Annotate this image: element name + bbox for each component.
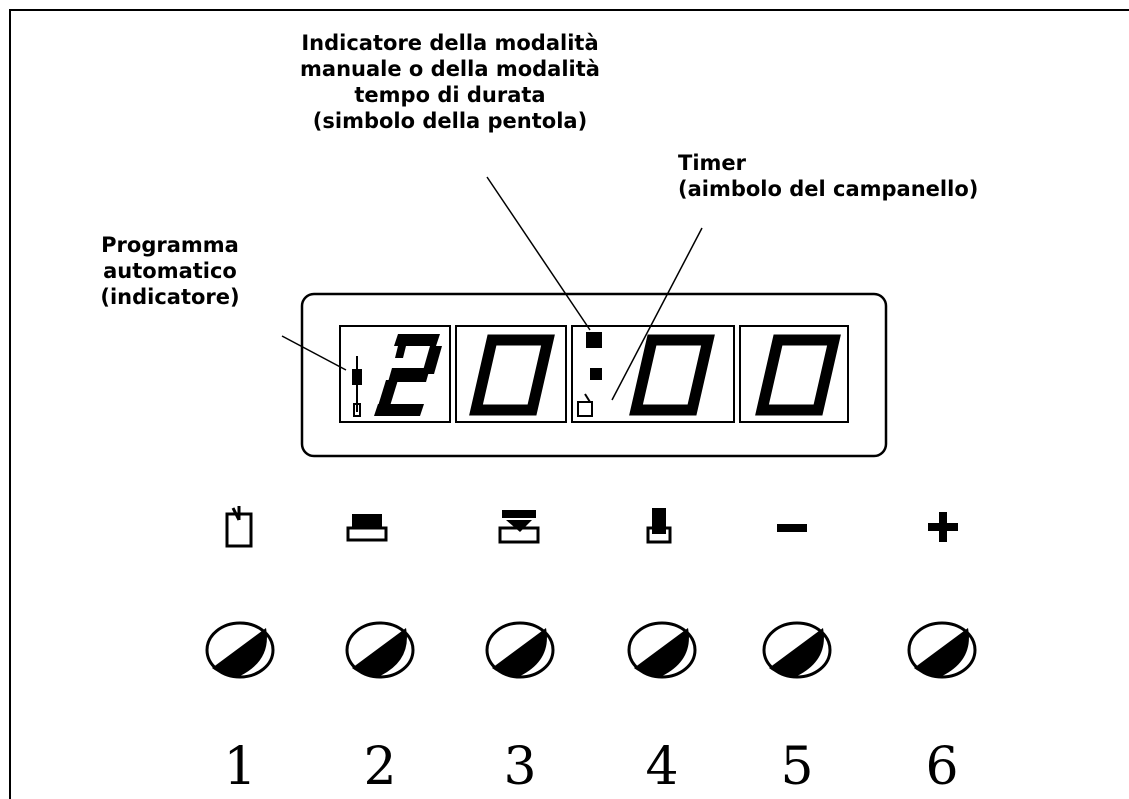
knob-1[interactable] [205, 621, 275, 679]
pot-symbol-indicator [586, 332, 602, 348]
timer-leader [611, 227, 703, 401]
clock-hand-icon [225, 506, 253, 548]
timer-line-2: (aimbolo del campanello) [678, 177, 979, 201]
button-number-4: 4 [645, 737, 678, 797]
timer-line-1: Timer [678, 151, 747, 175]
manual-mode-indicator-label: Indicatore della modalità manuale o dell… [240, 30, 660, 134]
button-number-3: 3 [503, 737, 536, 797]
knob-6[interactable] [907, 621, 977, 679]
diagram-frame [9, 9, 1129, 799]
bell-symbol-indicator [577, 393, 593, 417]
upper-lower-heat-icon [498, 510, 540, 544]
program-indicator-label: Programma automatico (indicatore) [75, 232, 265, 310]
knob-3[interactable] [485, 621, 555, 679]
display-digit-0-b [629, 334, 715, 416]
program-indicator-line-3: (indicatore) [100, 285, 240, 309]
minus-icon [777, 524, 807, 532]
manual-indicator-line-1: Indicatore della modalità [301, 31, 599, 55]
button-number-1: 1 [223, 737, 256, 797]
display-housing [300, 292, 888, 458]
display-digit-0-a [469, 334, 555, 416]
display-digit-2 [374, 334, 442, 416]
manual-indicator-leader [486, 176, 591, 331]
button-number-6: 6 [925, 737, 958, 797]
knob-2[interactable] [345, 621, 415, 679]
button-number-2: 2 [363, 737, 396, 797]
colon-dot [590, 368, 602, 380]
digit-cell-4 [739, 325, 849, 423]
digit-cell-1 [339, 325, 451, 423]
program-indicator-symbol [352, 356, 362, 417]
digit-cell-2 [455, 325, 567, 423]
knob-4[interactable] [627, 621, 697, 679]
finger-press-icon [646, 508, 672, 544]
knob-5[interactable] [762, 621, 832, 679]
timer-label: Timer (aimbolo del campanello) [678, 150, 1068, 202]
program-indicator-line-2: automatico [103, 259, 237, 283]
display-digit-0-c [755, 334, 841, 416]
digit-cell-3 [571, 325, 735, 423]
lower-heat-icon [346, 514, 388, 542]
manual-indicator-line-4: (simbolo della pentola) [312, 109, 588, 133]
program-indicator-line-1: Programma [101, 233, 239, 257]
manual-indicator-line-2: manuale o della modalità [300, 57, 600, 81]
plus-icon [928, 512, 958, 542]
manual-indicator-line-3: tempo di durata [354, 83, 546, 107]
program-indicator-leader [281, 335, 347, 371]
button-number-5: 5 [780, 737, 813, 797]
